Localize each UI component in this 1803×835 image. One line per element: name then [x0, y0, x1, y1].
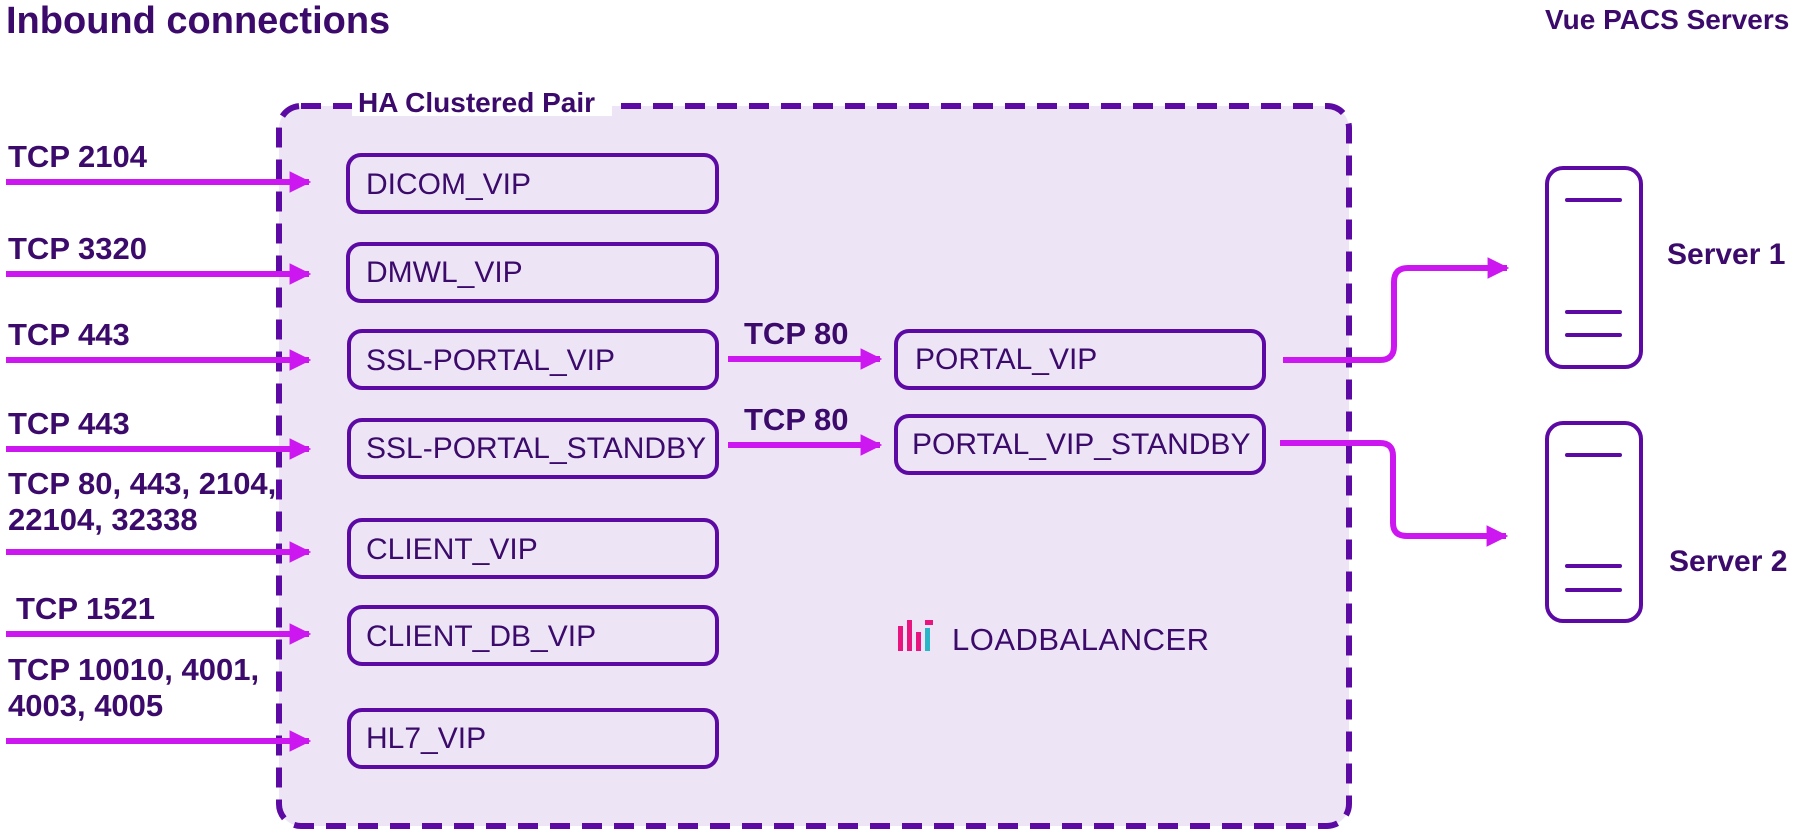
server-arrow-2 [1280, 440, 1509, 547]
server-1-icon [1545, 166, 1643, 369]
port-label-1: TCP 2104 [8, 139, 148, 174]
port-label-6: TCP 1521 [16, 591, 156, 626]
internal-link-label-2: TCP 80 [744, 402, 849, 437]
vip-box-dmwl [346, 242, 719, 303]
page-title: Inbound connections [6, 0, 391, 42]
portal-box-1 [894, 329, 1266, 390]
vip-label-ssl-portal-standby: SSL-PORTAL_STANDBY [366, 432, 707, 465]
vip-box-ssl-portal [347, 329, 719, 390]
portal-label-1: PORTAL_VIP [915, 343, 1098, 376]
internal-link-label-1: TCP 80 [744, 316, 849, 351]
vip-box-ssl-portal-standby [347, 418, 719, 479]
port-label-3: TCP 443 [8, 317, 130, 352]
vip-label-dicom: DICOM_VIP [366, 168, 532, 201]
vip-box-client [347, 518, 719, 579]
port-label-7: TCP 10010, 4001, 4003, 4005 [8, 652, 260, 723]
vip-box-client-db [347, 605, 719, 666]
server-label-2: Server 2 [1669, 545, 1788, 578]
vip-label-client-db: CLIENT_DB_VIP [366, 620, 597, 653]
vip-label-hl7: HL7_VIP [366, 722, 487, 755]
vip-label-ssl-portal: SSL-PORTAL_VIP [366, 344, 615, 377]
port-label-5: TCP 80, 443, 2104, 22104, 32338 [8, 466, 277, 537]
vip-label-dmwl: DMWL_VIP [366, 256, 523, 289]
servers-heading: Vue PACS Servers [1545, 4, 1790, 35]
vip-label-client: CLIENT_VIP [366, 533, 538, 566]
portal-box-2 [894, 414, 1266, 475]
server-arrow-1 [1283, 257, 1510, 363]
port-label-2: TCP 3320 [8, 231, 148, 266]
server-2-icon [1545, 421, 1643, 623]
portal-label-2: PORTAL_VIP_STANDBY [912, 428, 1251, 461]
loadbalancer-logo-text: LOADBALANCER [952, 622, 1210, 657]
server-label-1: Server 1 [1667, 238, 1786, 271]
cluster-label: HA Clustered Pair [358, 87, 596, 118]
vip-box-dicom [346, 153, 719, 214]
loadbalancer-logo-icon [898, 620, 933, 651]
vip-box-hl7 [347, 708, 719, 769]
port-label-4: TCP 443 [8, 406, 130, 441]
cluster-label-gap [352, 96, 612, 116]
